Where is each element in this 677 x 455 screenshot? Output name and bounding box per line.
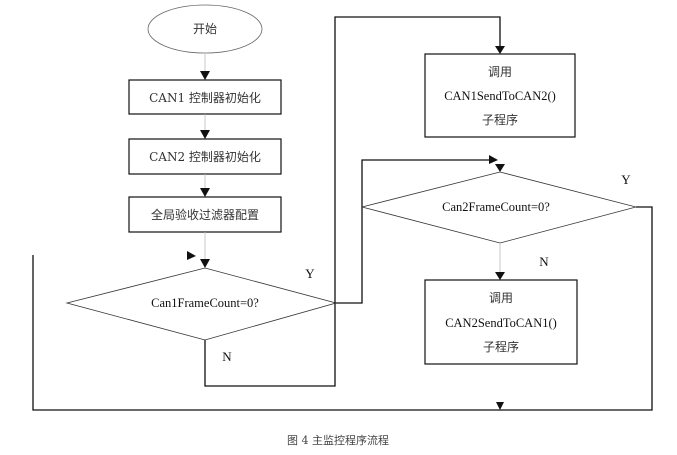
call1-node: 调用 CAN1SendToCAN2() 子程序 (424, 53, 576, 138)
arrow-down-icon (200, 259, 210, 268)
can2-init-label: CAN2 控制器初始化 (149, 150, 261, 164)
start-label: 开始 (193, 22, 217, 36)
arrow-down-icon (495, 272, 505, 280)
decision1-label: Can1FrameCount=0? (151, 296, 259, 310)
call2-line1: 调用 (489, 291, 513, 305)
arrow-right-icon (489, 155, 498, 164)
arrow-down-icon (496, 402, 504, 410)
edge-decision1-no-to-call1 (204, 16, 501, 387)
can1-init-label: CAN1 控制器初始化 (149, 91, 261, 105)
arrow-down-icon (495, 46, 505, 54)
arrow-down-icon (495, 164, 505, 172)
arrow-down-icon (200, 71, 210, 80)
arrow-right-icon (187, 251, 196, 260)
decision2-label: Can2FrameCount=0? (442, 200, 550, 214)
arrow-down-icon (200, 130, 210, 139)
arrow-down-icon (200, 188, 210, 197)
decision1-no-label: N (222, 349, 232, 364)
decision2-yes-label: Y (621, 172, 631, 187)
call1-line2: CAN1SendToCAN2() (444, 89, 556, 103)
can2-init-node: CAN2 控制器初始化 (128, 138, 282, 175)
decision2-node: Can2FrameCount=0? (361, 171, 638, 244)
filter-config-label: 全局验收过滤器配置 (151, 207, 259, 222)
filter-config-node: 全局验收过滤器配置 (128, 196, 282, 233)
edge-decision1-yes-to-decision2 (336, 159, 490, 304)
call2-line3: 子程序 (483, 339, 519, 354)
decision1-node: Can1FrameCount=0? (65, 267, 338, 341)
call1-line1: 调用 (488, 65, 512, 79)
call2-node: 调用 CAN2SendToCAN1() 子程序 (424, 279, 578, 365)
edge-decision2-yes-loop (32, 206, 653, 411)
decision1-yes-label: Y (305, 266, 315, 281)
call1-line3: 子程序 (482, 112, 518, 127)
decision2-no-label: N (539, 254, 549, 269)
figure-caption: 图 4 主监控程序流程 (287, 433, 389, 447)
start-node: 开始 (147, 4, 263, 54)
can1-init-node: CAN1 控制器初始化 (128, 79, 282, 115)
call2-line2: CAN2SendToCAN1() (445, 316, 557, 330)
